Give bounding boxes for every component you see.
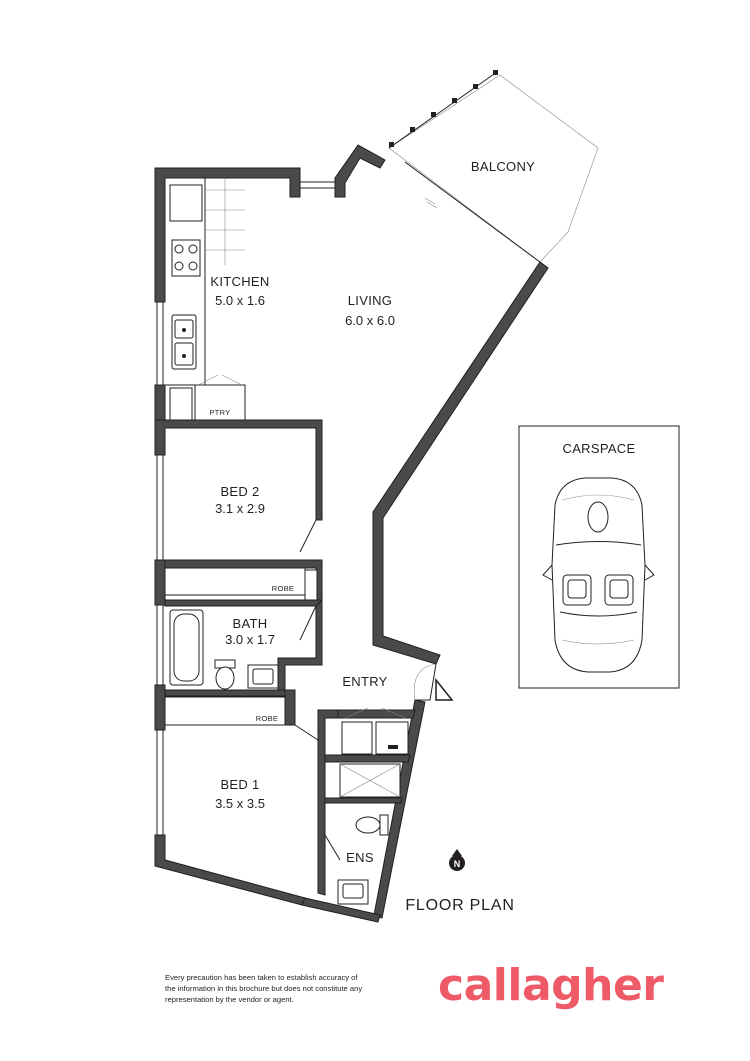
- bed-2-dims: 3.1 x 2.9: [215, 501, 265, 516]
- carspace: CARSPACE: [518, 425, 680, 689]
- bed-1-label: BED 1: [220, 777, 259, 792]
- car-icon: [542, 477, 655, 673]
- balcony: BALCONY: [388, 70, 599, 269]
- north-compass-icon: N: [449, 849, 465, 871]
- bed-1: ROBE BED 1 3.5 x 3.5: [164, 689, 339, 896]
- ensuite-label: ENS: [346, 850, 374, 865]
- disclaimer-line: Every precaution has been taken to estab…: [165, 973, 358, 982]
- cooktop-icon: [171, 239, 201, 277]
- vanity-basin-icon: [247, 664, 279, 689]
- entry-cupboards: [337, 707, 416, 755]
- ensuite-toilet-icon: [355, 814, 389, 836]
- bed-1-robe-label: ROBE: [256, 714, 278, 723]
- bathroom: BATH 3.0 x 1.7: [164, 598, 323, 691]
- disclaimer: Every precaution has been taken to estab…: [165, 972, 405, 1005]
- balcony-railing-posts: [389, 70, 498, 147]
- shower-icon: [339, 763, 401, 798]
- disclaimer-line: the information in this brochure but doe…: [165, 984, 363, 993]
- plan-title: FLOOR PLAN: [405, 897, 514, 914]
- bed-1-dims: 3.5 x 3.5: [215, 796, 265, 811]
- balcony-label: BALCONY: [471, 159, 535, 174]
- compass-letter: N: [454, 859, 461, 869]
- toilet-icon: [214, 659, 236, 690]
- carspace-label: CARSPACE: [563, 441, 636, 456]
- kitchen-sink-icon: [171, 314, 197, 370]
- bed-2-robe-label: ROBE: [272, 584, 294, 593]
- brand-logo[interactable]: callagher: [438, 960, 664, 1011]
- kitchen-label: KITCHEN: [210, 274, 269, 289]
- bed-2-label: BED 2: [220, 484, 259, 499]
- walls: [154, 144, 549, 923]
- living-label: LIVING: [348, 293, 392, 308]
- pantry: PTRY: [169, 374, 246, 421]
- entry: ENTRY: [342, 663, 454, 701]
- living: LIVING 6.0 x 6.0: [345, 293, 395, 328]
- fridge-space: [169, 184, 203, 222]
- bathtub-icon: [169, 609, 204, 686]
- entry-arrow-icon: [435, 677, 454, 701]
- bath-label: BATH: [233, 616, 268, 631]
- pantry-label: PTRY: [209, 408, 230, 417]
- left-windows: [156, 302, 164, 835]
- living-dims: 6.0 x 6.0: [345, 313, 395, 328]
- kitchen-tiles: [205, 178, 245, 265]
- entry-label: ENTRY: [342, 674, 387, 689]
- bed-2: BED 2 3.1 x 2.9 ROBE: [164, 484, 323, 606]
- bath-dims: 3.0 x 1.7: [225, 632, 275, 647]
- kitchen: KITCHEN 5.0 x 1.6: [165, 178, 269, 386]
- ensuite-basin-icon: [337, 879, 369, 905]
- disclaimer-line: representation by the vendor or agent.: [165, 995, 294, 1004]
- ensuite: ENS: [324, 754, 411, 905]
- kitchen-dims: 5.0 x 1.6: [215, 293, 265, 308]
